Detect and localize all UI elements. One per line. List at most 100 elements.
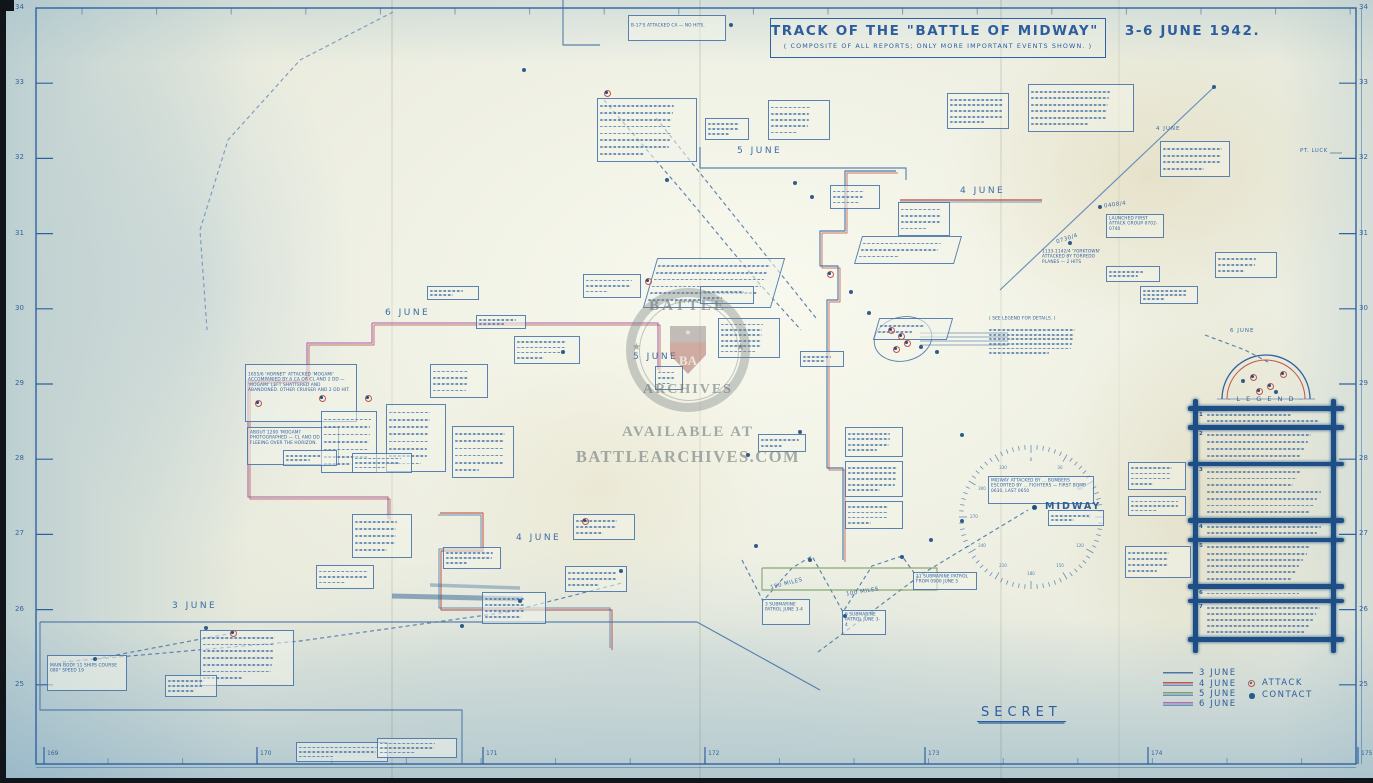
annotation-text: LAUNCHED FIRST ATTACK GROUP 0702-0740 [1109, 216, 1158, 232]
annotation-note [1125, 546, 1191, 578]
date-label: 6 JUNE [385, 308, 431, 318]
compass-tick [1042, 446, 1044, 451]
handwriting-line [950, 121, 985, 124]
legend-swatch-6june [1163, 702, 1193, 706]
lon-label: 170 [260, 750, 272, 757]
compass-tick [1042, 583, 1044, 588]
annotation-note: 6 SUBMARINE PATROL JUNE 3-4 [842, 610, 886, 635]
annotation-text: MAIN BODY 11 SHIPS COURSE 080° SPEED 19 [50, 662, 118, 673]
handwriting-line [1031, 116, 1106, 119]
attack-marker [887, 326, 895, 334]
handwriting-line [446, 562, 468, 564]
handwriting-line [1131, 500, 1179, 503]
legend-table-bar [1188, 406, 1344, 411]
compass-degree-label: 330 [998, 465, 1007, 470]
handwriting-line [1207, 504, 1314, 507]
annotation-text: 6 SUBMARINE PATROL JUNE 3-4 [845, 612, 881, 628]
handwriting-line [848, 432, 891, 435]
legend-label-attack: ATTACK [1262, 678, 1303, 688]
handwriting-line [203, 670, 271, 673]
handwriting-line [485, 604, 525, 606]
annotation-note [452, 426, 514, 478]
legend-row-number: 4 [1199, 523, 1203, 530]
handwriting-line [1207, 441, 1308, 443]
handwriting-line [1163, 168, 1204, 170]
annotation-note [872, 318, 954, 340]
legend-row-number: 3 [1199, 467, 1203, 473]
compass-tick [979, 564, 984, 569]
handwriting-line [517, 356, 544, 359]
handwriting-line [848, 443, 890, 446]
handwriting-line [950, 115, 1002, 118]
handwriting-line [848, 449, 877, 452]
handwriting-line [433, 370, 469, 373]
handwriting-line [1207, 484, 1294, 487]
point-luck-label: PT. LUCK [1300, 148, 1328, 154]
handwriting-line [989, 352, 1050, 355]
handwriting-line [1207, 434, 1312, 437]
compass-tick [1005, 449, 1009, 454]
compass-tick [1096, 497, 1101, 500]
lat-label-left: 25 [15, 679, 24, 688]
handwriting-line [858, 255, 900, 258]
compass-tick [1011, 582, 1014, 587]
handwriting-line [1131, 505, 1178, 507]
lat-label-left: 27 [15, 529, 24, 538]
annotation-text: 1655/6 'HORNET' ATTACKED 'MOGAMI' ACCOMP… [248, 372, 350, 393]
handwriting-line [761, 444, 783, 447]
handwriting-line [324, 418, 371, 421]
handwriting-line [848, 478, 896, 480]
handwriting-line [319, 581, 347, 584]
compass-degree-label: 210 [998, 564, 1007, 569]
legend-table-row: 1 [1199, 411, 1327, 425]
handwriting-line [1207, 447, 1305, 450]
compass-tick [1000, 578, 1003, 583]
handwriting-line [1207, 619, 1313, 621]
handwriting-line [833, 190, 864, 193]
compass-tick [1094, 491, 1099, 495]
compass-tick [960, 528, 965, 530]
legend-row-number: 5 [1199, 543, 1203, 549]
legend-swatch-5june [1163, 692, 1193, 696]
title-box: TRACK OF THE "BATTLE OF MIDWAY"3-6 JUNE … [770, 18, 1259, 58]
compass-tick [1086, 548, 1094, 554]
handwriting-line [380, 742, 435, 745]
handwriting-line [848, 511, 888, 514]
handwriting-line [1051, 514, 1089, 517]
handwriting-line [1131, 509, 1157, 512]
date-label: 4 JUNE [516, 533, 562, 543]
attack-marker [229, 629, 237, 637]
lat-label-left: 33 [15, 78, 24, 87]
attack-marker [644, 277, 652, 285]
annotation-note: 1133-1142/4 'YORKTOWN' ATTACKED BY TORPE… [1040, 248, 1104, 276]
handwriting-line [324, 433, 370, 436]
legend-attack-symbol [1248, 680, 1255, 687]
handwriting-line [203, 663, 272, 666]
handwriting-line [430, 290, 463, 292]
handwriting-line [586, 290, 609, 293]
handwriting-line [203, 657, 273, 659]
compass-tick [1078, 564, 1083, 569]
handwriting-line [389, 440, 428, 443]
handwriting-line [568, 572, 617, 574]
handwriting-line [389, 447, 428, 450]
handwriting-line [1218, 270, 1246, 272]
compass-tick [975, 470, 980, 474]
handwriting-line [455, 440, 505, 443]
lat-label-right: 33 [1359, 78, 1368, 87]
annotation-note [1048, 510, 1104, 526]
attack-marker [581, 517, 589, 525]
handwriting-line [168, 680, 204, 682]
compass-degree-label: 150 [1055, 564, 1064, 569]
classification-stamp: SECRET [977, 705, 1066, 722]
handwriting-line [446, 557, 493, 559]
legend-dome-inner [1226, 359, 1306, 400]
handwriting-line [355, 542, 395, 544]
handwriting-line [355, 528, 397, 530]
lon-label: 173 [928, 750, 940, 757]
legend-label-3june: 3 JUNE [1199, 668, 1237, 678]
handwriting-line [168, 690, 195, 692]
handwriting-line [708, 133, 729, 135]
handwriting-line [1207, 497, 1318, 500]
handwriting-line [324, 441, 369, 443]
